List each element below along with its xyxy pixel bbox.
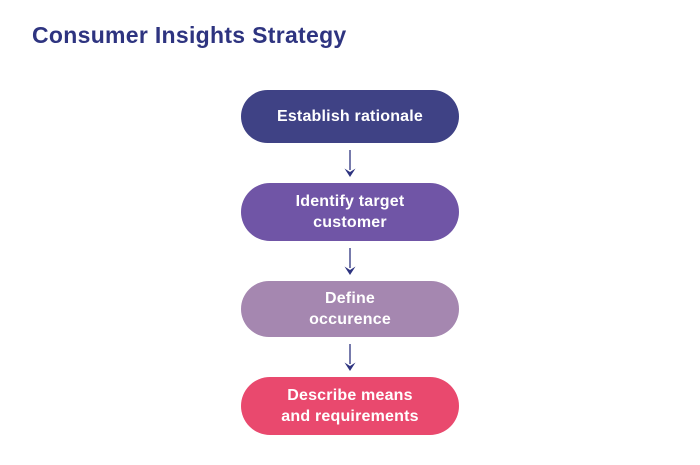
down-arrow-icon bbox=[343, 149, 357, 177]
down-arrow-icon bbox=[343, 247, 357, 275]
step-identify-target-customer: Identify target customer bbox=[241, 183, 459, 241]
step-label: Identify target customer bbox=[295, 193, 405, 231]
page-title: Consumer Insights Strategy bbox=[32, 22, 347, 48]
step-define-occurence: Define occurence bbox=[241, 281, 459, 337]
down-arrow-icon bbox=[343, 343, 357, 371]
step-describe-means-and-requirements: Describe means and requirements bbox=[241, 377, 459, 435]
step-establish-rationale: Establish rationale bbox=[241, 90, 459, 143]
step-label: Describe means and requirements bbox=[281, 387, 419, 425]
flowchart: Establish rationale Identify target cust… bbox=[0, 90, 700, 435]
step-label: Define occurence bbox=[309, 290, 391, 328]
step-label: Establish rationale bbox=[276, 108, 424, 125]
